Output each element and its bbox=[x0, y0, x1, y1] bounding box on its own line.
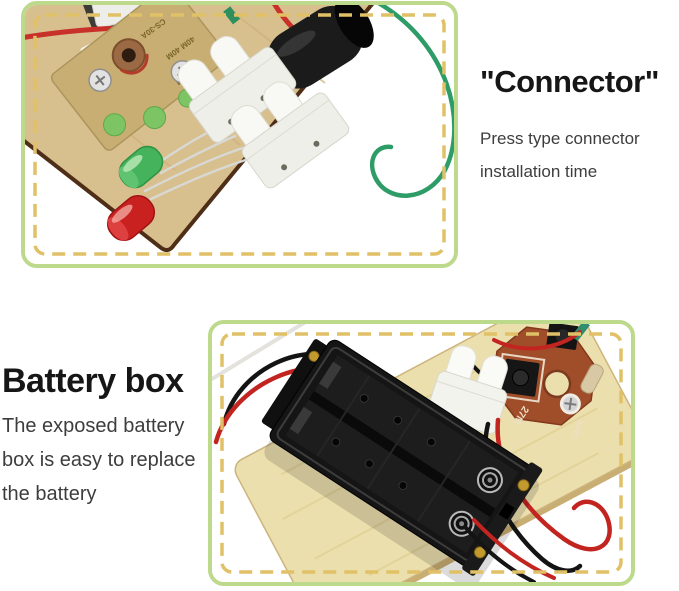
press-connector-block bbox=[177, 35, 297, 143]
screw bbox=[517, 479, 530, 492]
press-connector-block bbox=[230, 81, 350, 189]
rubber-foot bbox=[143, 106, 167, 130]
connector-heading: "Connector" bbox=[480, 64, 659, 99]
connector-text-block: "Connector" Press type connector install… bbox=[480, 64, 659, 188]
connector-photo: CS-30A 40M 40M 35M 27M bbox=[25, 5, 454, 264]
vent-holes bbox=[331, 393, 436, 491]
dashed-guide-border bbox=[220, 332, 623, 574]
green-led bbox=[118, 145, 164, 189]
black-wire bbox=[464, 526, 536, 582]
board-hole bbox=[542, 369, 572, 399]
connector-description-line: Press type connector bbox=[480, 128, 640, 148]
connector-description: Press type connector installation time bbox=[480, 122, 659, 188]
connector-photo-frame: CS-30A 40M 40M 35M 27M bbox=[21, 1, 458, 268]
green-chip bbox=[223, 6, 241, 25]
rubber-foot bbox=[103, 113, 127, 137]
press-connectors bbox=[177, 35, 350, 189]
capacitor bbox=[580, 363, 604, 394]
table-edge bbox=[212, 324, 306, 382]
battery-spring bbox=[476, 467, 503, 494]
battery-description-line: box is easy to replace bbox=[2, 449, 196, 472]
battery-description-line: The exposed battery bbox=[2, 415, 185, 438]
battery-heading: Battery box bbox=[2, 362, 184, 400]
battery-photo-frame: 27M AUTO bbox=[208, 320, 635, 586]
connector-description-line: installation time bbox=[480, 161, 598, 181]
battery-description: The exposed battery box is easy to repla… bbox=[2, 409, 195, 511]
battery-description-line: the battery bbox=[2, 483, 97, 506]
battery-photo: 27M AUTO bbox=[212, 324, 631, 582]
green-wire bbox=[369, 5, 454, 198]
screw bbox=[559, 393, 581, 415]
battery-box bbox=[261, 339, 543, 582]
dashed-guide-border bbox=[33, 13, 446, 256]
red-led bbox=[106, 195, 156, 241]
battery-text-block: Battery box The exposed battery box is e… bbox=[2, 362, 195, 511]
red-wire bbox=[492, 330, 582, 351]
inductor-component bbox=[111, 38, 149, 75]
screw bbox=[88, 68, 112, 92]
buzzer bbox=[267, 5, 374, 89]
